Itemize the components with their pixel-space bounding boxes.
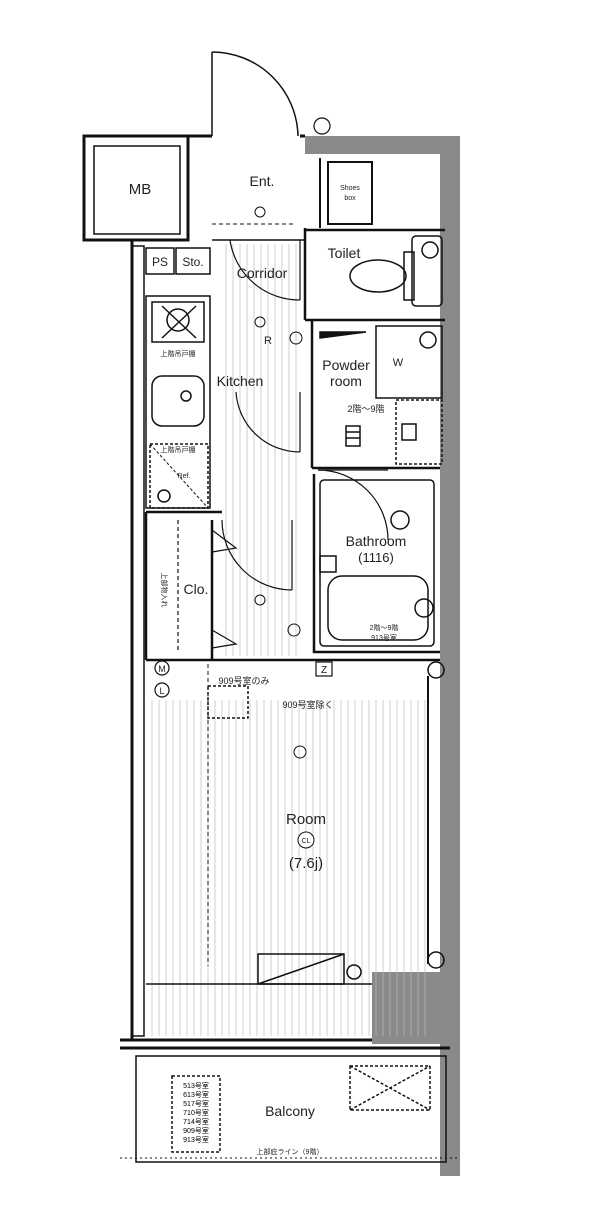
left-wall-hatch bbox=[131, 245, 145, 1037]
outlets bbox=[254, 206, 307, 759]
unit-number: 513号室 bbox=[183, 1081, 209, 1090]
markers bbox=[154, 117, 333, 698]
top-wall-band bbox=[305, 136, 460, 154]
balcony-line-note: 上部庇ライン（9階） bbox=[257, 1147, 324, 1156]
mb-label: MB bbox=[129, 181, 152, 198]
note-909-a: 909号室のみ bbox=[218, 675, 269, 686]
sto-box bbox=[175, 247, 211, 275]
unit-number: 613号室 bbox=[183, 1090, 209, 1099]
room-label: Room bbox=[286, 811, 326, 828]
ps-box bbox=[145, 247, 175, 275]
room-fixtures bbox=[146, 661, 445, 985]
sto-label: Sto. bbox=[182, 255, 203, 269]
toilet-label: Toilet bbox=[328, 245, 361, 261]
unit-number: 913号室 bbox=[183, 1135, 209, 1144]
closet bbox=[177, 520, 238, 652]
bathroom-fixtures bbox=[319, 479, 435, 647]
z-marker: Z bbox=[321, 665, 327, 676]
cl-circle bbox=[297, 831, 315, 849]
note-upper-2: 上階吊戸棚 bbox=[161, 445, 196, 454]
ref-label: Ref. bbox=[178, 473, 191, 480]
balcony-area bbox=[120, 1055, 460, 1163]
interior-walls bbox=[144, 228, 445, 662]
shoebox-label-2: box bbox=[344, 195, 356, 202]
w-label: W bbox=[393, 357, 404, 369]
unit-number: 710号室 bbox=[183, 1108, 209, 1117]
note-upper-1: 上階吊戸棚 bbox=[161, 349, 196, 358]
note-clo: 上部物入れ bbox=[160, 573, 169, 608]
structural-column bbox=[440, 136, 460, 1176]
unit-number: 517号室 bbox=[183, 1099, 209, 1108]
shoebox-label-1: Shoes bbox=[340, 185, 360, 192]
bathroom-size: (1116) bbox=[358, 550, 394, 565]
balcony-label: Balcony bbox=[265, 1103, 315, 1119]
cl-label: CL bbox=[302, 838, 311, 845]
r-label: R bbox=[264, 335, 272, 347]
l-marker: L bbox=[159, 686, 164, 696]
entrance-door bbox=[211, 51, 299, 225]
powder-label-2: room bbox=[330, 373, 362, 389]
unit-number: 909号室 bbox=[183, 1126, 209, 1135]
kitchen-counter bbox=[145, 295, 211, 509]
note-powder: 2階～9階 bbox=[347, 404, 384, 414]
toilet-fixture bbox=[349, 235, 443, 307]
mb-inner bbox=[93, 145, 181, 235]
powder-fixtures bbox=[319, 325, 443, 465]
room-size: (7.6j) bbox=[289, 855, 323, 872]
floor-stripes-room bbox=[151, 700, 426, 1036]
shoe-box bbox=[327, 161, 373, 225]
interior-doors bbox=[221, 239, 389, 591]
ps-label: PS bbox=[152, 255, 168, 269]
powder-label-1: Powder bbox=[322, 357, 370, 373]
note-bath-2: 913号室 bbox=[371, 633, 397, 642]
note-909-b: 909号室除く bbox=[282, 699, 333, 710]
bathroom-label: Bathroom bbox=[346, 533, 407, 549]
unit-number: 714号室 bbox=[183, 1117, 209, 1126]
structural-column-lower bbox=[372, 972, 460, 1044]
clo-label: Clo. bbox=[184, 581, 209, 597]
note-bath-1: 2階～9階 bbox=[370, 623, 399, 632]
kitchen-label: Kitchen bbox=[217, 373, 264, 389]
ent-label: Ent. bbox=[250, 173, 275, 189]
floor-stripes-upper bbox=[225, 244, 297, 656]
m-marker: M bbox=[158, 664, 166, 674]
corridor-label: Corridor bbox=[237, 265, 288, 281]
